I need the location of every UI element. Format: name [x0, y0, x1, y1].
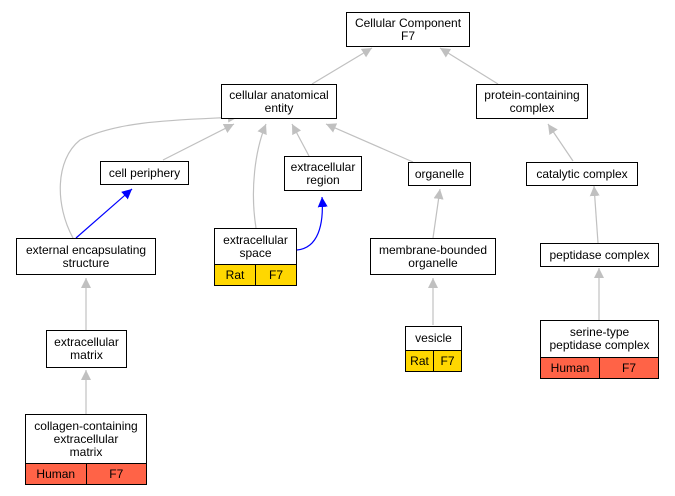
annotation-badges: Rat F7: [406, 350, 461, 371]
species-badge: Rat: [406, 351, 433, 371]
edge-extracellular-region-to-anatomical: [291, 123, 310, 157]
node-label: serine-type peptidase complex: [549, 325, 650, 352]
edge-protein-complex-to-root: [439, 47, 499, 85]
node-organelle[interactable]: organelle: [408, 162, 471, 186]
edge-membrane-bounded-to-organelle: [432, 188, 444, 239]
node-cell-periphery[interactable]: cell periphery: [100, 161, 189, 185]
species-badge: Human: [26, 464, 86, 484]
node-vesicle[interactable]: vesicle Rat F7: [405, 326, 462, 372]
annotation-badges: Rat F7: [215, 264, 296, 285]
node-cellular-anatomical-entity[interactable]: cellular anatomical entity: [221, 84, 337, 119]
gene-badge: F7: [433, 351, 461, 371]
species-badge: Human: [541, 358, 599, 378]
species-badge: Rat: [215, 265, 255, 285]
node-label: membrane-bounded organelle: [378, 242, 488, 270]
node-label: Cellular Component F7: [354, 15, 462, 43]
gene-badge: F7: [85, 464, 146, 484]
node-collagen-containing-extracellular-matrix[interactable]: collagen-containing extracellular matrix…: [25, 414, 147, 485]
node-label: catalytic complex: [536, 166, 628, 181]
node-label: protein-containing complex: [484, 87, 580, 115]
node-label: cellular anatomical entity: [229, 87, 329, 115]
edge-catalytic-to-protein-complex: [547, 123, 574, 162]
node-peptidase-complex[interactable]: peptidase complex: [540, 243, 659, 267]
node-extracellular-matrix[interactable]: extracellular matrix: [46, 330, 127, 368]
edge-peptidase-to-catalytic: [589, 185, 600, 244]
gene-badge: F7: [599, 358, 658, 378]
node-serine-type-peptidase-complex[interactable]: serine-type peptidase complex Human F7: [540, 320, 659, 379]
node-cellular-component[interactable]: Cellular Component F7: [346, 12, 470, 47]
node-external-encapsulating-structure[interactable]: external encapsulating structure: [16, 238, 156, 275]
node-label: vesicle: [415, 331, 452, 345]
node-label: collagen-containing extracellular matrix: [34, 418, 138, 459]
gene-badge: F7: [255, 265, 296, 285]
edge-anatomical-to-root: [311, 47, 373, 85]
node-catalytic-complex[interactable]: catalytic complex: [526, 162, 638, 186]
node-label: peptidase complex: [549, 247, 650, 262]
edge-cell-periphery-to-anatomical: [162, 123, 235, 161]
node-membrane-bounded-organelle[interactable]: membrane-bounded organelle: [370, 238, 496, 275]
edge-external-encapsulating-to-cell-periphery: [75, 188, 133, 239]
node-label: external encapsulating structure: [25, 242, 147, 270]
node-protein-containing-complex[interactable]: protein-containing complex: [476, 84, 588, 119]
node-label: organelle: [414, 166, 465, 181]
annotation-badges: Human F7: [26, 463, 146, 484]
node-label: cell periphery: [108, 165, 181, 180]
edge-external-encapsulating-to-anatomical: [59, 112, 239, 239]
edge-ecm-space-to-anatomical: [252, 123, 267, 229]
node-extracellular-region[interactable]: extracellular region: [284, 156, 362, 191]
node-extracellular-space[interactable]: extracellular space Rat F7: [214, 228, 297, 286]
edge-organelle-to-anatomical: [325, 123, 414, 163]
node-label: extracellular matrix: [54, 335, 119, 362]
node-label: extracellular region: [290, 159, 356, 187]
edge-ecm-space-to-extracellular-region: [296, 196, 328, 251]
annotation-badges: Human F7: [541, 357, 658, 378]
node-label: extracellular space: [223, 232, 288, 260]
